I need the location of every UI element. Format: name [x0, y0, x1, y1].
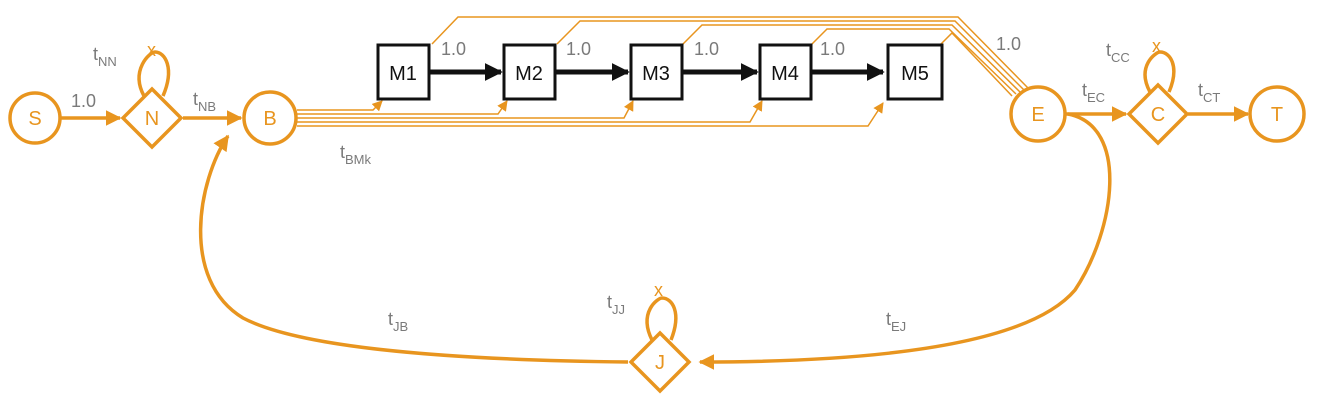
- node-s-label: S: [28, 108, 41, 130]
- node-m1-label: M1: [389, 63, 417, 85]
- node-m3-label: M3: [642, 63, 670, 85]
- node-m1: M1: [376, 43, 431, 101]
- node-c-label: C: [1151, 104, 1165, 126]
- label-t-nn: tNN: [93, 44, 117, 69]
- edge-b-m5: [297, 102, 884, 127]
- edge-bundle-b-to-m: [297, 100, 884, 127]
- label-t-ec: tEC: [1082, 80, 1105, 105]
- node-e: E: [1009, 85, 1067, 143]
- node-t: T: [1248, 85, 1306, 143]
- label-s-to-n: 1.0: [71, 91, 96, 111]
- edge-m2-e: [556, 20, 1025, 91]
- edge-c-self-loop: [1143, 50, 1176, 93]
- edge-b-m3: [297, 100, 634, 119]
- edge-b-m4: [297, 100, 763, 123]
- node-b-label: B: [263, 108, 276, 130]
- edge-b-m1: [297, 100, 383, 112]
- node-m5: M5: [886, 43, 944, 101]
- label-m4-m5: 1.0: [820, 39, 845, 59]
- node-m3: M3: [629, 43, 684, 101]
- label-t-jb: tJB: [388, 309, 408, 334]
- node-n-label: N: [145, 108, 159, 130]
- node-j-label: J: [655, 352, 665, 374]
- node-s: S: [8, 91, 62, 145]
- label-nn-x: x: [147, 40, 156, 60]
- label-jj-x: x: [654, 280, 663, 300]
- label-t-nb: tNB: [193, 89, 216, 114]
- edge-e-j: [698, 112, 1112, 370]
- label-m-to-e: 1.0: [996, 34, 1021, 54]
- label-t-ct: tCT: [1198, 80, 1220, 105]
- node-t-label: T: [1271, 104, 1283, 126]
- label-cc-x: x: [1152, 36, 1161, 56]
- node-m4-label: M4: [771, 63, 799, 85]
- edge-m3-e: [682, 24, 1021, 93]
- edge-m4-e: [811, 28, 1017, 95]
- label-m1-m2: 1.0: [441, 39, 466, 59]
- node-e-label: E: [1031, 104, 1044, 126]
- node-n: N: [120, 86, 184, 150]
- node-j: J: [628, 330, 692, 394]
- edge-m5-e: [940, 31, 1013, 97]
- label-t-jj: tJJ: [607, 292, 625, 317]
- label-t-ej: tEJ: [886, 309, 906, 334]
- node-m4: M4: [758, 43, 813, 101]
- edge-b-m2: [297, 100, 508, 115]
- edge-m1-e: [431, 16, 1029, 89]
- label-m3-m4: 1.0: [694, 39, 719, 59]
- node-c: C: [1126, 82, 1190, 146]
- label-t-bmk: tBMk: [340, 142, 372, 167]
- edge-j-self-loop: [645, 296, 678, 341]
- edge-bundle-m-to-e: [431, 16, 1029, 97]
- label-m2-m3: 1.0: [566, 39, 591, 59]
- node-m2: M2: [502, 43, 557, 101]
- edge-j-b: [198, 134, 629, 364]
- node-m2-label: M2: [515, 63, 543, 85]
- node-b: B: [242, 90, 298, 146]
- edge-n-self-loop: [137, 50, 171, 97]
- node-m5-label: M5: [901, 63, 929, 85]
- label-t-cc: tCC: [1106, 40, 1130, 65]
